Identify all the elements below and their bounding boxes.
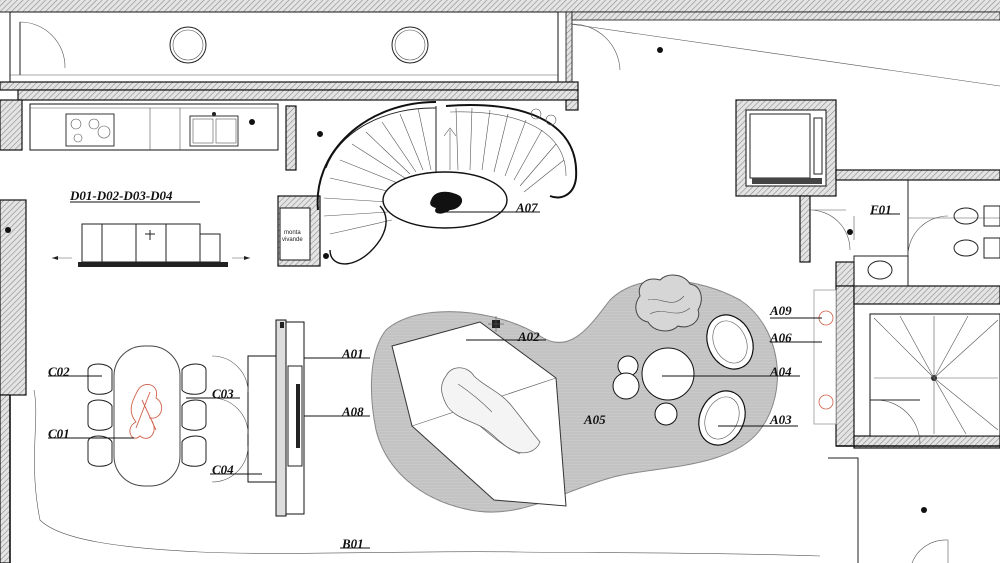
- service-stair: [869, 313, 1000, 445]
- label-c02: C02: [48, 364, 70, 379]
- label-a05: A05: [583, 412, 606, 427]
- kitchen-counter: [29, 103, 279, 151]
- pouf: [612, 372, 640, 400]
- dumbwaiter: monta vivande: [279, 207, 311, 261]
- planter-round: [169, 26, 207, 64]
- bidet: [953, 207, 979, 225]
- dining-chairs-right: [181, 363, 207, 467]
- dumbwaiter-label-1: monta: [284, 230, 301, 236]
- bathroom: [809, 180, 1000, 287]
- coffee-table-round: [641, 347, 695, 401]
- label-a04: A04: [769, 364, 792, 379]
- label-a06: A06: [769, 330, 792, 345]
- label-a03: A03: [769, 412, 792, 427]
- label-c03: C03: [212, 386, 234, 401]
- label-a07: A07: [515, 200, 538, 215]
- label-b01: B01: [341, 536, 364, 551]
- fireplace-unit: [211, 319, 305, 517]
- armchair: [706, 314, 754, 370]
- planter-round: [391, 26, 429, 64]
- terrace-top: [0, 0, 1000, 103]
- label-c04: C04: [212, 462, 234, 477]
- label-c01: C01: [48, 426, 70, 441]
- sculpture-blot: [430, 191, 463, 214]
- label-a08: A08: [341, 404, 364, 419]
- label-kitchen-set: D01-D02-D03-D04: [69, 188, 173, 203]
- plant: [635, 274, 702, 332]
- spiral-stair: [316, 100, 578, 265]
- sculpture-figure: [441, 367, 541, 454]
- bottom-glazing: [9, 389, 1000, 563]
- label-f01: F01: [869, 202, 892, 217]
- kitchen-island-elevation: [52, 223, 250, 267]
- leader-lines: [48, 201, 900, 549]
- washbasin: [867, 260, 893, 280]
- cooktop: [65, 113, 115, 147]
- dining-set: [87, 345, 207, 487]
- centerpiece-sketch: [129, 384, 163, 439]
- label-a01: A01: [341, 346, 364, 361]
- label-a02: A02: [517, 329, 540, 344]
- light-fixtures: [5, 47, 927, 513]
- pouf: [654, 402, 678, 426]
- armchair: [698, 390, 746, 446]
- living-seating: [612, 314, 754, 446]
- dining-table: [113, 345, 181, 487]
- dining-chairs-left: [87, 363, 113, 467]
- elevator: [745, 109, 827, 187]
- dumbwaiter-label-2: vivande: [282, 237, 303, 243]
- label-a09: A09: [769, 303, 792, 318]
- toilet: [953, 239, 979, 257]
